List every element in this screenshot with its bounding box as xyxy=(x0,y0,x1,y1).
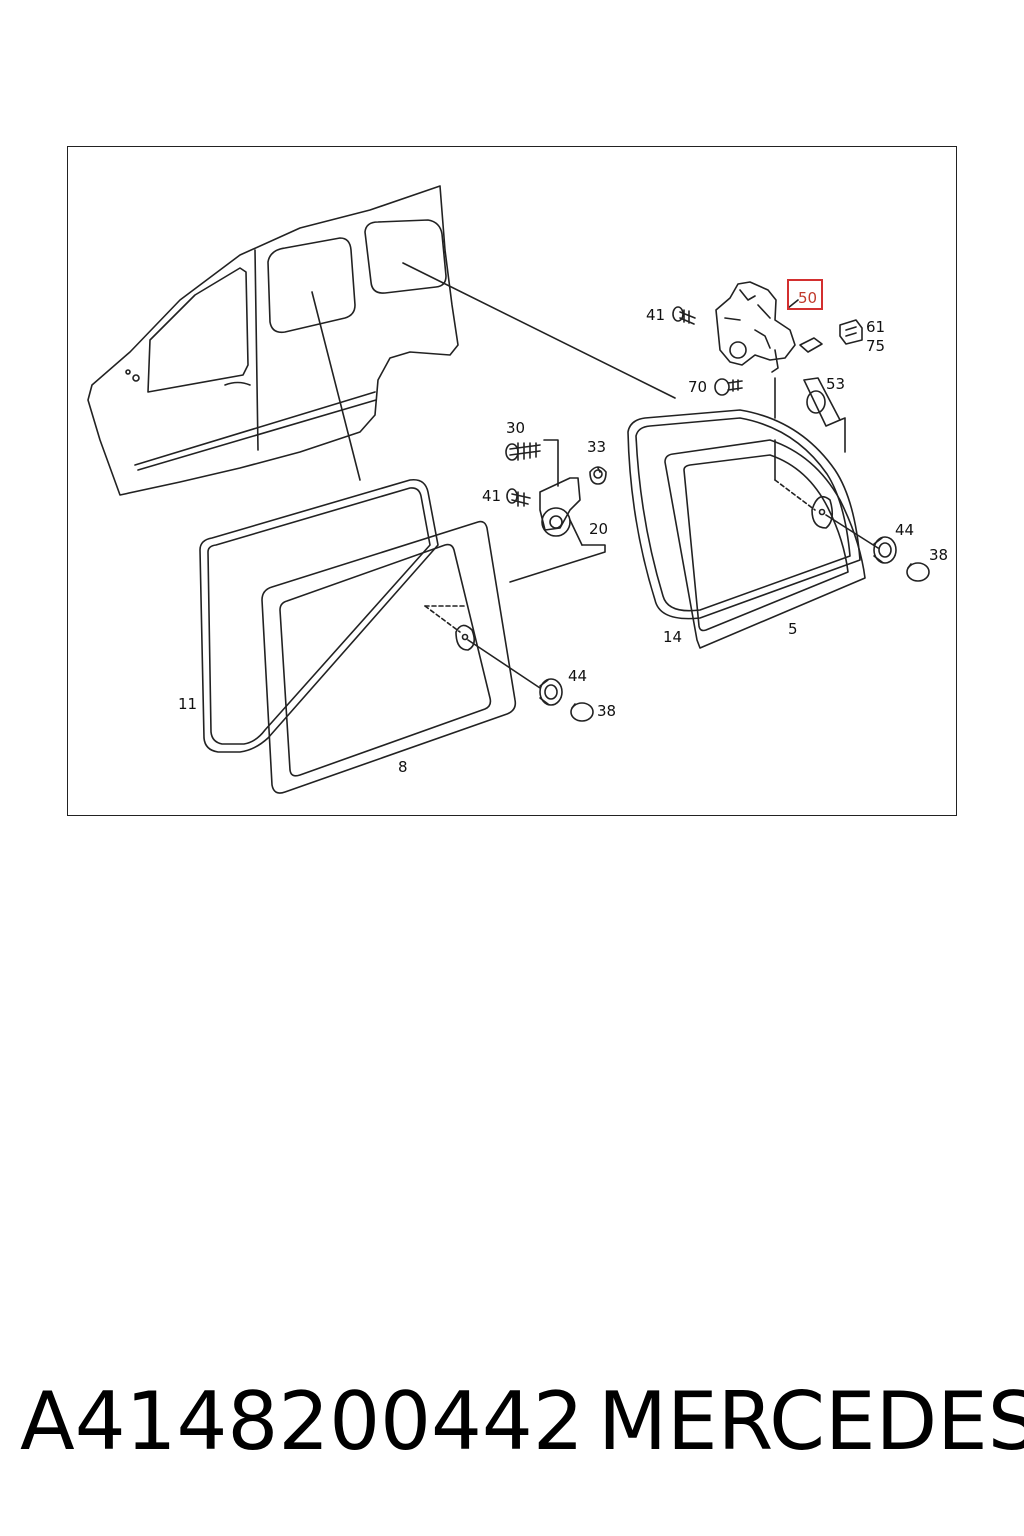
leader-line xyxy=(402,262,676,399)
bolt-70 xyxy=(714,378,743,396)
callout-44: 44 xyxy=(568,667,587,685)
right-window-glass xyxy=(664,439,879,649)
grommet-left xyxy=(539,678,563,706)
callout-38: 38 xyxy=(597,702,616,720)
vehicle-body xyxy=(87,185,459,496)
grommet-right xyxy=(873,536,897,564)
hinge-bracket xyxy=(505,439,607,583)
callout-41: 41 xyxy=(646,306,665,324)
latch-assembly xyxy=(672,281,823,373)
callout-44: 44 xyxy=(895,521,914,539)
right-window-seal xyxy=(627,409,861,620)
callout-8: 8 xyxy=(398,758,408,776)
brand-name: MERCEDES xyxy=(598,1375,1024,1468)
callout-61: 61 xyxy=(866,318,885,336)
part-number: A4148200442 xyxy=(20,1375,584,1468)
callout-50: 50 xyxy=(798,289,817,307)
callout-30: 30 xyxy=(506,419,525,437)
connector xyxy=(839,319,863,345)
callout-14: 14 xyxy=(663,628,682,646)
callout-41: 41 xyxy=(482,487,501,505)
callout-38: 38 xyxy=(929,546,948,564)
cap-left xyxy=(570,702,594,722)
callout-33: 33 xyxy=(587,438,606,456)
callout-5: 5 xyxy=(788,620,798,638)
pad-53 xyxy=(803,377,846,453)
highlight-box xyxy=(787,279,823,310)
callout-70: 70 xyxy=(688,378,707,396)
callout-11: 11 xyxy=(178,695,197,713)
leader-line xyxy=(311,291,361,481)
callout-20: 20 xyxy=(589,520,608,538)
callout-75: 75 xyxy=(866,337,885,355)
part-caption: A4148200442 MERCEDES xyxy=(20,1372,1024,1472)
left-window-seal xyxy=(199,478,439,753)
callout-53: 53 xyxy=(826,375,845,393)
diagram-frame xyxy=(67,146,957,816)
cap-right xyxy=(906,562,930,582)
left-window-glass xyxy=(261,520,541,794)
